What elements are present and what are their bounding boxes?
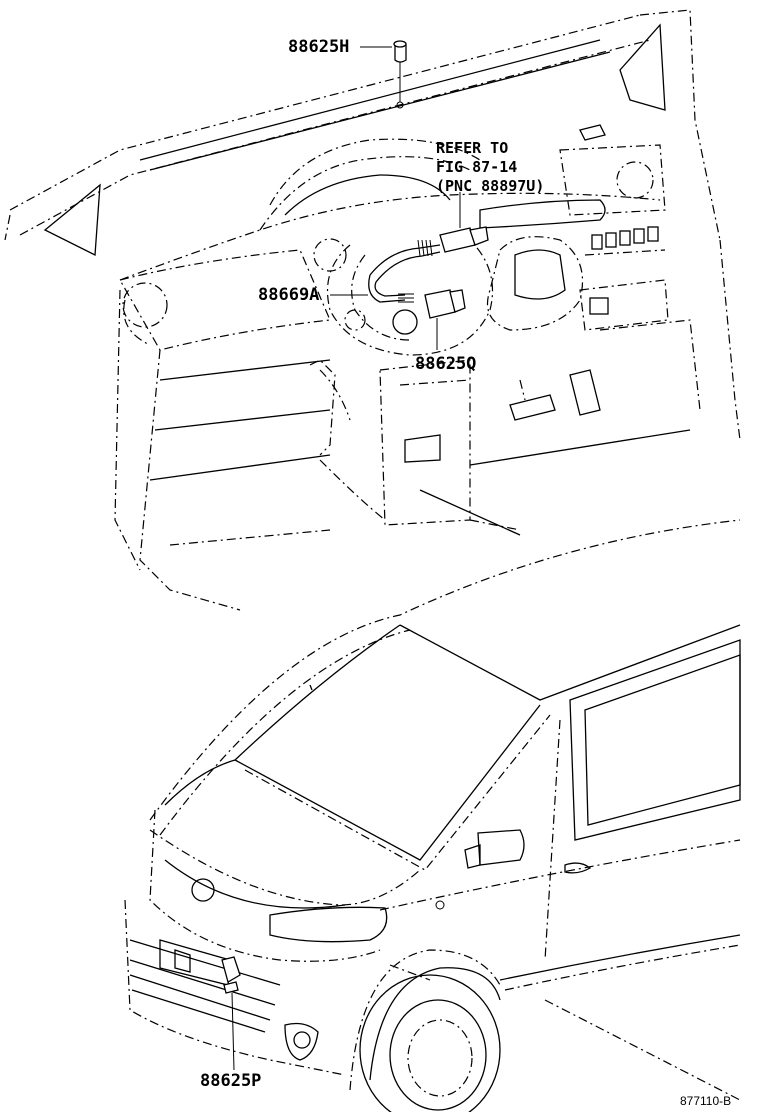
steering-wheel — [313, 238, 494, 356]
exterior-car-view — [124, 519, 741, 1112]
callout-88625h: 88625H — [288, 37, 350, 57]
reference-line-2: FIG 87-14 — [436, 158, 518, 176]
reference-line-1: REFER TO — [436, 139, 509, 157]
callout-88625p: 88625P — [200, 1071, 262, 1091]
switch-bank — [591, 226, 659, 250]
callout-88625q: 88625Q — [415, 354, 477, 374]
callout-88669a: 88669A — [258, 285, 320, 305]
reference-note: REFER TO FIG 87-14 (PNC 88897U) — [436, 139, 544, 196]
figure-number: 877110-B — [680, 1094, 732, 1108]
reference-line-3: (PNC 88897U) — [436, 177, 545, 195]
interior-dashboard-view — [4, 9, 741, 611]
